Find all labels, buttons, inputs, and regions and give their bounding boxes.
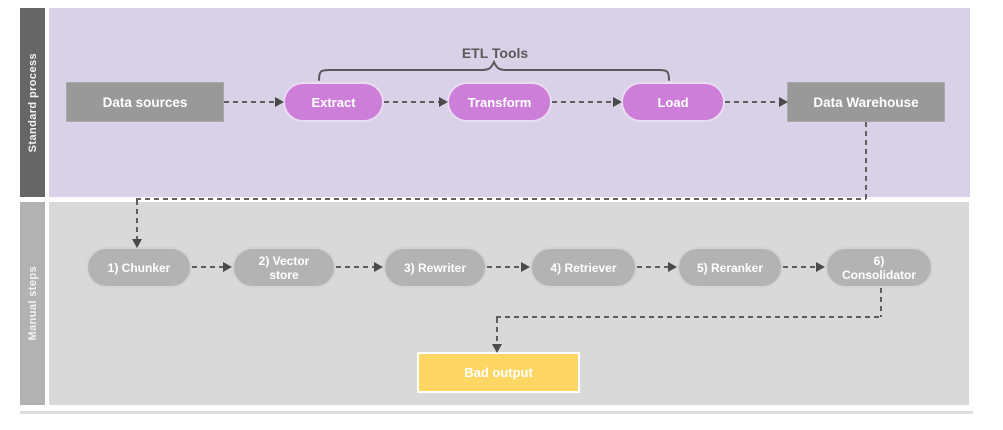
connector-warehouse-chunker-horizontal <box>136 198 866 200</box>
connector-extract-transform <box>384 101 439 103</box>
arrowhead-right-icon <box>779 97 788 107</box>
node-reranker: 5) Reranker <box>677 247 783 288</box>
arrowhead-right-icon <box>816 262 825 272</box>
connector-consolidator-badoutput-horizontal <box>496 316 882 318</box>
node-consolidator: 6) Consolidator <box>825 247 933 288</box>
lane-header-manual-steps: Manual steps <box>20 202 45 405</box>
node-data-sources: Data sources <box>66 82 224 122</box>
node-rewriter: 3) Rewriter <box>383 247 487 288</box>
bottom-divider <box>20 411 973 414</box>
connector-rewriter-retriever <box>487 266 521 268</box>
node-retriever: 4) Retriever <box>530 247 637 288</box>
arrowhead-right-icon <box>439 97 448 107</box>
arrowhead-down-icon <box>132 239 142 248</box>
connector-badoutput-drop <box>496 318 498 344</box>
arrowhead-right-icon <box>223 262 232 272</box>
node-bad-output: Bad output <box>417 352 580 393</box>
lane-header-manual-label: Manual steps <box>26 266 39 341</box>
lane-header-standard-process: Standard process <box>20 8 45 197</box>
connector-chunker-vectorstore <box>192 266 223 268</box>
node-vector-store: 2) Vector store <box>232 247 336 288</box>
connector-load-warehouse <box>725 101 779 103</box>
connector-retriever-reranker <box>637 266 668 268</box>
arrowhead-down-icon <box>492 344 502 353</box>
connector-datasources-extract <box>224 101 275 103</box>
etl-tools-label: ETL Tools <box>461 45 529 61</box>
node-load: Load <box>621 82 725 122</box>
connector-chunker-drop <box>136 200 138 239</box>
connector-warehouse-down <box>865 122 867 199</box>
arrowhead-right-icon <box>275 97 284 107</box>
arrowhead-right-icon <box>668 262 677 272</box>
lane-header-standard-label: Standard process <box>26 52 39 153</box>
node-extract: Extract <box>283 82 384 122</box>
connector-vectorstore-rewriter <box>336 266 374 268</box>
node-data-warehouse: Data Warehouse <box>787 82 945 122</box>
connector-transform-load <box>552 101 613 103</box>
connector-consolidator-down <box>880 288 882 317</box>
arrowhead-right-icon <box>613 97 622 107</box>
node-transform: Transform <box>447 82 552 122</box>
connector-reranker-consolidator <box>783 266 816 268</box>
arrowhead-right-icon <box>521 262 530 272</box>
arrowhead-right-icon <box>374 262 383 272</box>
curly-brace-icon <box>318 59 670 81</box>
node-chunker: 1) Chunker <box>86 247 192 288</box>
